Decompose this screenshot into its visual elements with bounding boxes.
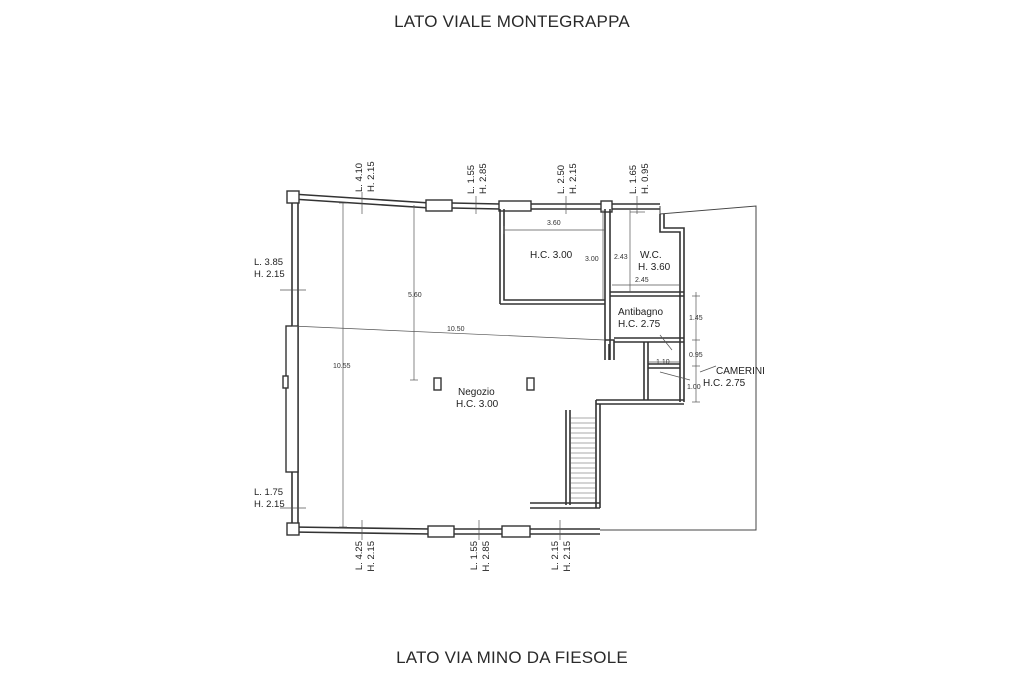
bottom-wall-left (291, 526, 431, 535)
pillar-top-2 (498, 200, 532, 212)
win-top-2-h: H. 2.85 (478, 163, 489, 194)
pillar-bottom-left (286, 522, 300, 536)
wc-wall-bottom (610, 291, 684, 297)
dim-label-110: 1.10 (656, 359, 670, 366)
stair-treads (570, 417, 596, 499)
dimension-lines (280, 192, 717, 540)
win-left-1-l: L. 3.85 (254, 257, 283, 268)
camerini-partition (648, 363, 680, 369)
room-negozio-name: Negozio (458, 387, 495, 398)
stair-wall-top (596, 399, 620, 405)
stair-wall-bottom (530, 502, 600, 509)
pillar-top-left (286, 190, 300, 204)
dim-label-243: 2.43 (614, 254, 628, 261)
stair-wall-right (595, 400, 601, 508)
win-bot-1-l: L. 4.25 (354, 541, 365, 570)
title-top: LATO VIALE MONTEGRAPPA (394, 12, 630, 31)
win-bot-1-h: H. 2.15 (366, 541, 377, 572)
win-bot-2-l: L. 1.55 (469, 541, 480, 570)
room-camerini-height: H.C. 2.75 (703, 378, 746, 389)
room-camerini-name: CAMERINI (716, 366, 765, 377)
win-bot-2-h: H. 2.85 (481, 541, 492, 572)
column-2 (526, 377, 535, 391)
win-left-2-h: H. 2.15 (254, 499, 285, 510)
room-antibagno-height: H.C. 2.75 (618, 319, 661, 330)
antibagno-wall-bottom (614, 337, 684, 343)
pillar-bottom-1 (427, 525, 455, 538)
pillar-top-1 (425, 199, 453, 212)
win-left-2-l: L. 1.75 (254, 487, 283, 498)
left-wall-segment (285, 325, 299, 473)
dim-label-145: 1.45 (689, 315, 703, 322)
room-back-height: H.C. 3.00 (530, 250, 573, 261)
column-1 (433, 377, 442, 391)
camerini-wall-left (643, 342, 649, 400)
win-left-1-h: H. 2.15 (254, 269, 285, 280)
dim-line-1050 (291, 325, 606, 341)
win-top-4-h: H. 0.95 (640, 163, 651, 194)
dim-label-095: 0.95 (689, 352, 703, 359)
dim-label-1050: 10.50 (447, 326, 465, 333)
room-wc-name: W.C. (640, 250, 662, 261)
antibagno-wall-right (679, 296, 685, 342)
bottom-wall-right (530, 528, 600, 535)
title-bottom: LATO VIA MINO DA FIESOLE (396, 648, 628, 667)
right-boundary (600, 205, 757, 531)
dim-label-245: 2.45 (635, 277, 649, 284)
leader-camerini (699, 365, 717, 373)
win-top-2-l: L. 1.55 (466, 165, 477, 194)
win-top-4-l: L. 1.65 (628, 165, 639, 194)
win-bot-3-h: H. 2.15 (562, 541, 573, 572)
camerini-wall-bottom (620, 399, 684, 405)
top-wall-left (291, 193, 431, 209)
win-top-3-l: L. 2.50 (556, 165, 567, 194)
wc-wall-right (659, 214, 685, 296)
backroom-wall-left (499, 209, 605, 304)
interior-walls (499, 209, 685, 509)
leader-095 (659, 334, 673, 351)
camerini-wall-right (679, 342, 685, 402)
pillars (282, 190, 613, 538)
dim-label-300: 3.00 (585, 256, 599, 263)
leader-100 (659, 371, 691, 381)
stair-wall-left (565, 410, 571, 505)
bottom-wall-mid (454, 528, 502, 535)
room-antibagno-name: Antibagno (618, 307, 663, 318)
outer-walls (291, 193, 757, 535)
top-wall-end (610, 203, 660, 210)
dim-label-1055: 10.55 (333, 363, 351, 370)
dim-label-560: 5.60 (408, 292, 422, 299)
win-top-1-l: L. 4.10 (354, 163, 365, 192)
win-top-1-h: H. 2.15 (366, 161, 377, 192)
dim-label-100: 1.00 (687, 384, 701, 391)
left-wall-notch (282, 375, 289, 389)
win-top-3-h: H. 2.15 (568, 163, 579, 194)
pillar-top-3 (600, 200, 613, 213)
room-wc-height: H. 3.60 (638, 262, 671, 273)
win-bot-3-l: L. 2.15 (550, 541, 561, 570)
backroom-wall-right (604, 209, 611, 360)
pillar-bottom-2 (501, 525, 531, 538)
antibagno-door-jamb (605, 339, 615, 360)
room-negozio-height: H.C. 3.00 (456, 399, 499, 410)
dim-label-360: 3.60 (547, 220, 561, 227)
